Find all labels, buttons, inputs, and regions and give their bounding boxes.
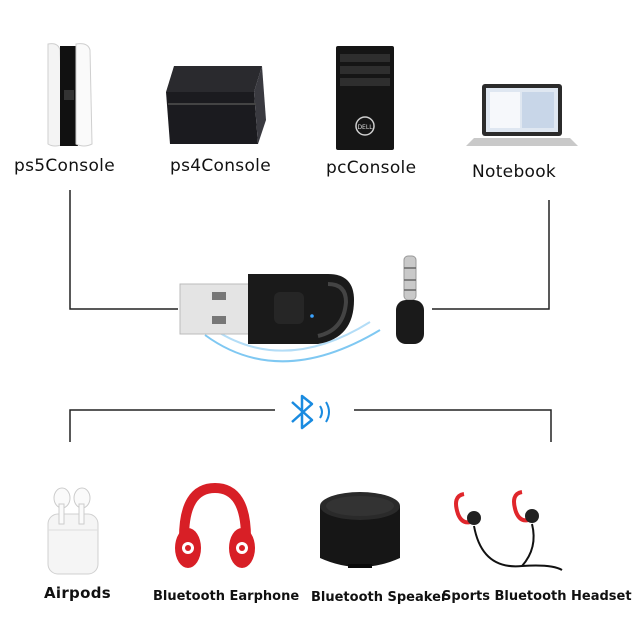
earphone-label: Bluetooth Earphone (153, 589, 300, 604)
notebook (462, 80, 582, 150)
notebook-label: Notebook (472, 162, 557, 182)
headphones-icon (175, 482, 255, 568)
sports-headset (452, 484, 572, 576)
usb-adapter (178, 268, 368, 348)
airpods (40, 478, 104, 578)
ps5-console (40, 40, 100, 150)
bluetooth-speaker (312, 484, 408, 576)
usb-bluetooth-adapter-icon (179, 274, 354, 344)
pc-label: pcConsole (326, 158, 417, 178)
microphone (388, 254, 432, 354)
microphone-3-5mm-icon (396, 255, 424, 344)
svg-text:DELL: DELL (357, 124, 373, 131)
airpods-case-icon (47, 487, 99, 575)
pc-tower: DELL (330, 42, 400, 154)
bluetooth-icon (291, 394, 330, 430)
bluetooth-earphone (172, 482, 258, 574)
laptop-icon (466, 84, 578, 146)
ps4-console-icon (166, 66, 266, 144)
ps5-label: ps5Console (14, 156, 115, 176)
ps5-console-icon (47, 43, 93, 147)
ps4-label: ps4Console (170, 156, 271, 176)
speaker-icon (320, 492, 400, 568)
ps4-console (162, 60, 272, 150)
speaker-label: Bluetooth Speaker (311, 590, 448, 605)
pc-tower-icon: DELL (336, 46, 394, 150)
sports-earbuds-icon (454, 490, 563, 571)
headset-label: Sports Bluetooth Headset (442, 589, 632, 604)
bluetooth-symbol (284, 392, 344, 432)
airpods-label: Airpods (44, 584, 111, 602)
